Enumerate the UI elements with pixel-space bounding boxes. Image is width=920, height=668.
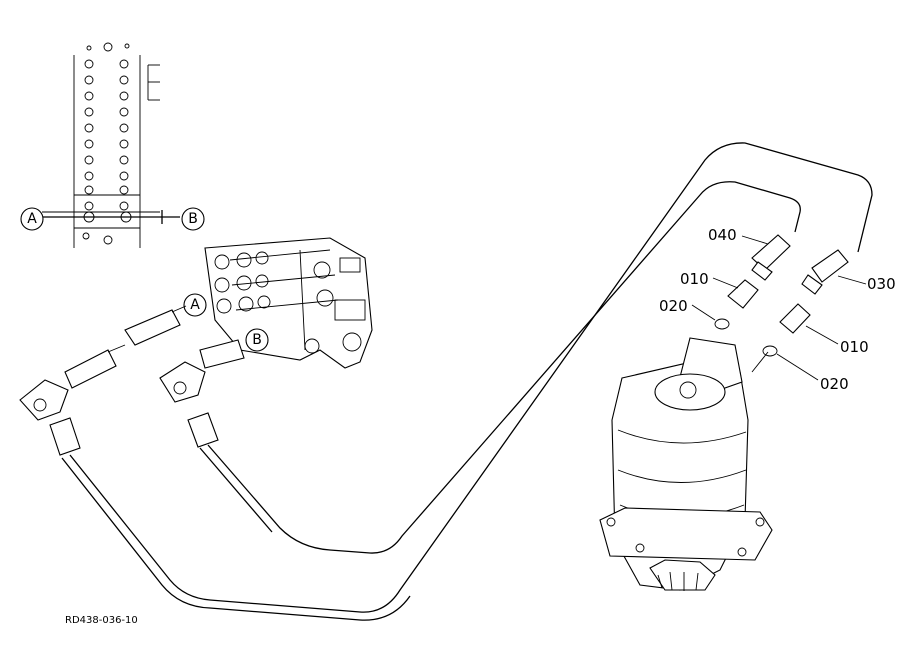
marker-b-valve: B [245, 328, 269, 352]
fitting-030 [801, 249, 849, 295]
marker-a-valve-label: A [190, 297, 200, 313]
fitting-010-a [727, 279, 759, 309]
marker-a-valve: A [183, 293, 207, 317]
callout-040: 040 [708, 226, 737, 244]
reference-code: RD438-036-10 [65, 615, 138, 626]
callout-020-lower: 020 [820, 375, 849, 393]
callout-010-lower: 010 [840, 338, 869, 356]
swivel-motor-assembly [599, 337, 773, 591]
leader-lines [691, 235, 867, 381]
marker-a-left-label: A [27, 211, 37, 227]
fitting-010-b [779, 303, 811, 334]
valve-inset-detail [42, 42, 180, 248]
marker-b-right-label: B [188, 211, 198, 227]
callout-020-upper: 020 [659, 297, 688, 315]
hose-lines [61, 142, 873, 621]
o-ring-020-a [714, 318, 730, 330]
o-ring-020-b [762, 345, 778, 357]
callout-010-upper: 010 [680, 270, 709, 288]
hose-fittings-left [19, 305, 245, 456]
fitting-040 [751, 234, 791, 281]
marker-a-left: A [20, 207, 44, 231]
callout-030: 030 [867, 275, 896, 293]
marker-b-right: B [181, 207, 205, 231]
marker-b-valve-label: B [252, 332, 262, 348]
